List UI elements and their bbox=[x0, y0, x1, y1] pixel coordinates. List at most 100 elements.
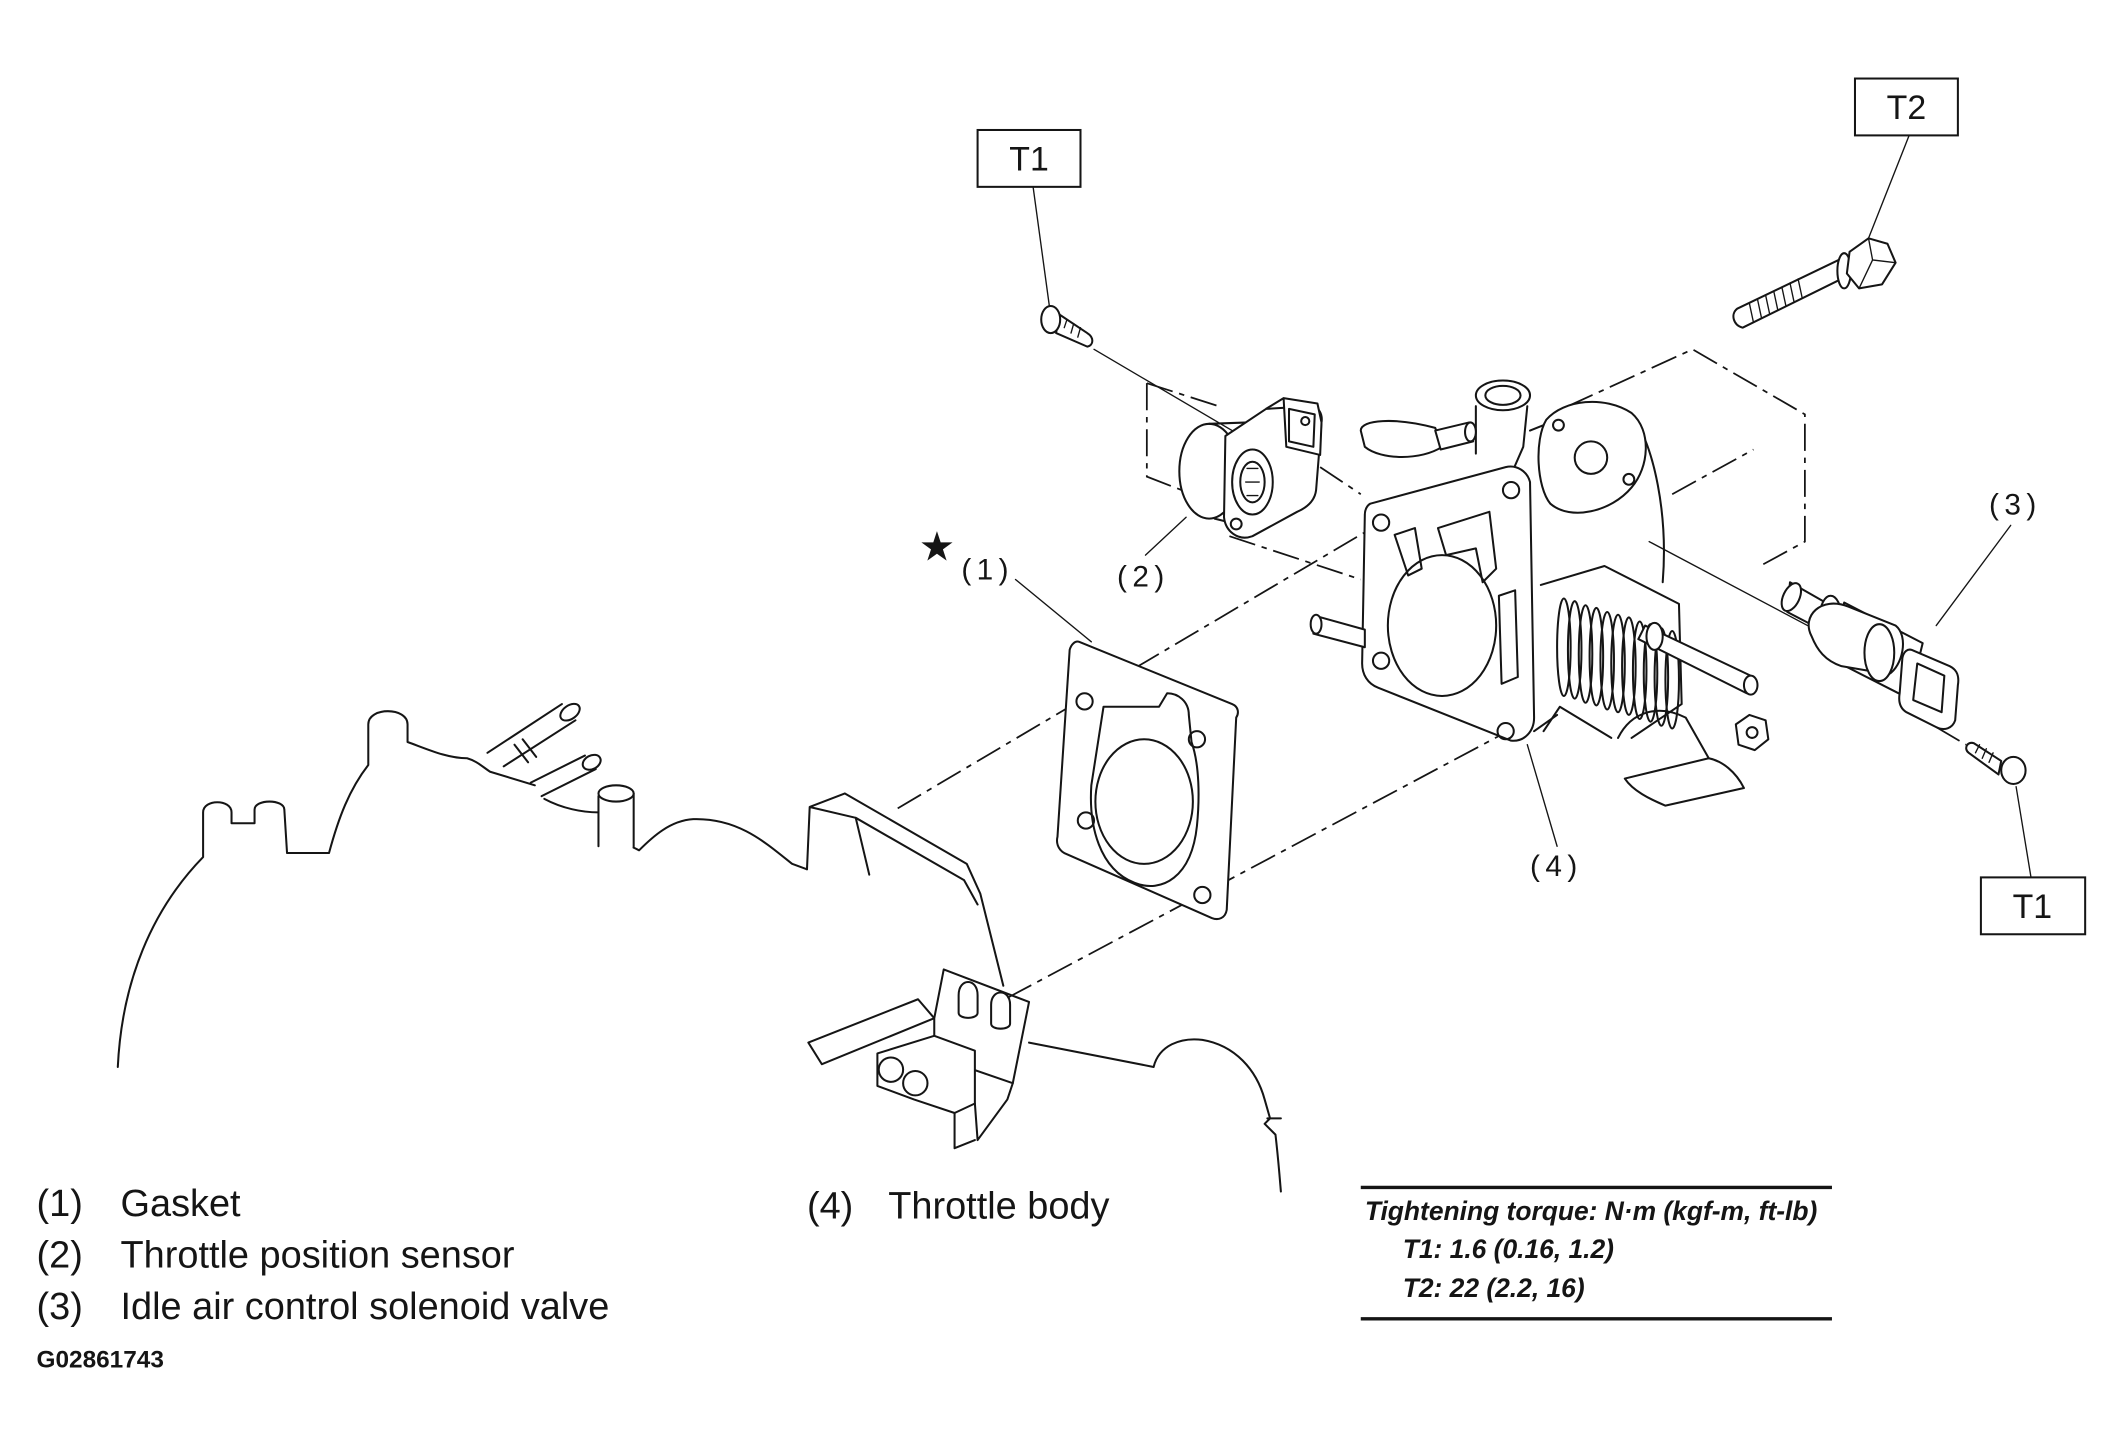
engine-pipe-upper bbox=[486, 703, 577, 768]
throttle-shaft-nut bbox=[1734, 713, 1770, 752]
replace-part-star-mark: ★ bbox=[919, 523, 955, 571]
intake-runner bbox=[805, 792, 1005, 987]
throttle-shaft-nut-bore bbox=[1745, 726, 1759, 739]
throttle-bore bbox=[1386, 554, 1498, 697]
leader-line-t2 bbox=[1867, 134, 1910, 239]
callout-code: T1 bbox=[1009, 141, 1049, 179]
bolt-threads bbox=[1748, 278, 1803, 323]
screw-head bbox=[1040, 304, 1062, 335]
iac-mounting-flange bbox=[1537, 400, 1647, 514]
iac-port bbox=[1573, 440, 1609, 475]
gasket-bore bbox=[1094, 738, 1194, 865]
engine-outline-left bbox=[116, 710, 536, 1068]
callout-t1-lower: T1 bbox=[1979, 876, 2087, 936]
spring-coil bbox=[1631, 620, 1648, 720]
sensor-mount-hole bbox=[1229, 517, 1243, 531]
sensor-pins bbox=[1245, 467, 1260, 497]
throttle-body-inlet-tube bbox=[1474, 379, 1532, 412]
bolt-hex-edges bbox=[1858, 237, 1897, 290]
sensor-mount-hole bbox=[1300, 416, 1311, 427]
callout-part-1: (1) bbox=[961, 554, 1014, 587]
gasket-bolt-hole bbox=[1193, 885, 1212, 905]
engine-stud-cylinder bbox=[597, 792, 635, 849]
throttle-shaft-left-end bbox=[1309, 613, 1323, 635]
torque-row-t1: T1: 1.6 (0.16, 1.2) bbox=[1403, 1234, 1614, 1264]
spring-coil bbox=[1599, 610, 1615, 711]
gasket-inner-opening bbox=[1089, 692, 1200, 887]
throttle-lever bbox=[1359, 420, 1444, 458]
iac-connector-socket bbox=[1912, 662, 1946, 714]
legend-number: (2) bbox=[37, 1234, 83, 1276]
legend-label: Gasket bbox=[121, 1183, 242, 1225]
callout-part-2: (2) bbox=[1117, 560, 1170, 593]
screw-threads bbox=[1063, 318, 1082, 338]
engine-pipe-upper-cap bbox=[559, 702, 581, 722]
iac-nozzle-tip bbox=[1780, 582, 1803, 613]
throttle-shaft-right-end bbox=[1742, 674, 1759, 696]
engine-outline-right bbox=[632, 818, 808, 871]
legend-number: (1) bbox=[37, 1183, 83, 1225]
spring-coil bbox=[1664, 629, 1680, 730]
iac-connector bbox=[1898, 648, 1960, 730]
bracket-slot-left bbox=[957, 981, 979, 1019]
legend-label: Throttle body bbox=[888, 1186, 1109, 1228]
leader-line-t1-upper bbox=[1032, 186, 1051, 307]
engine-outline-lower-right bbox=[1028, 1038, 1282, 1193]
gasket bbox=[1055, 640, 1239, 921]
throttle-lever-pin bbox=[1464, 421, 1477, 443]
bracket-stud-left bbox=[877, 1056, 905, 1083]
throttle-body-inlet-bore bbox=[1484, 384, 1522, 406]
spring-coil bbox=[1577, 604, 1594, 704]
bolt-t2 bbox=[1732, 134, 1910, 329]
callout-t1-upper: T1 bbox=[976, 128, 1082, 188]
parts-legend: (1) Gasket (2) Throttle position sensor … bbox=[37, 1183, 1110, 1328]
callout-box bbox=[976, 128, 1082, 188]
phantom-line-lower bbox=[1006, 733, 1504, 999]
spring-coil bbox=[1621, 616, 1637, 716]
screw-shank bbox=[1055, 313, 1094, 348]
flange-bolt-hole bbox=[1496, 722, 1515, 741]
flange-slot-right bbox=[1497, 589, 1519, 685]
bracket-block bbox=[876, 1034, 976, 1115]
leader-line-part-2 bbox=[1144, 516, 1187, 556]
flange-bolt-hole bbox=[1501, 481, 1521, 500]
throttle-return-spring bbox=[1556, 597, 1680, 730]
flange-bolt-hole bbox=[1371, 513, 1391, 532]
callout-box bbox=[1979, 876, 2087, 936]
screw-t1-upper bbox=[1032, 186, 1233, 432]
gasket-bolt-hole bbox=[1076, 811, 1096, 830]
figure-id: G02861743 bbox=[37, 1347, 164, 1374]
bolt-shank bbox=[1732, 258, 1843, 329]
throttle-body bbox=[1309, 348, 1809, 807]
leader-line-part-1 bbox=[1014, 578, 1093, 643]
valve-axis-line bbox=[1648, 540, 1809, 627]
gasket-outline bbox=[1055, 640, 1239, 921]
callout-code: T2 bbox=[1887, 89, 1927, 127]
flange-slot-left bbox=[1393, 527, 1423, 577]
throttle-body-flange bbox=[1361, 465, 1536, 742]
bracket-legs bbox=[953, 1082, 1014, 1150]
bracket-stud-right bbox=[902, 1069, 929, 1097]
flange-bolt-hole bbox=[1371, 651, 1391, 670]
leader-line-part-3 bbox=[1935, 524, 2012, 627]
screw-t1-lower bbox=[1965, 741, 2032, 879]
spring-coil bbox=[1588, 606, 1605, 707]
phantom-line-iac-screw bbox=[1935, 726, 1967, 746]
phantom-box-sensor bbox=[1145, 382, 1362, 581]
throttle-shaft-collar bbox=[1645, 621, 1664, 651]
spring-coil bbox=[1610, 613, 1626, 714]
engine-pipe-lower bbox=[529, 754, 597, 798]
torque-row-t2: T2: 22 (2.2, 16) bbox=[1403, 1273, 1585, 1303]
flange-passage-top bbox=[1436, 510, 1498, 584]
callout-box bbox=[1853, 77, 1959, 137]
phantom-box-throttle-body bbox=[1567, 348, 1806, 567]
callout-part-4: (4) bbox=[1530, 850, 1583, 883]
sensor-rotor bbox=[1239, 460, 1266, 504]
legend-label: Throttle position sensor bbox=[121, 1234, 515, 1276]
screw-shank bbox=[1965, 741, 2003, 776]
sensor-connector-face bbox=[1287, 407, 1316, 448]
torque-spec-block: Tightening torque: N·m (kgf-m, ft-lb) T1… bbox=[1360, 1185, 1832, 1321]
leader-line-t1-lower bbox=[2015, 785, 2032, 879]
idle-air-control-valve bbox=[1780, 581, 1960, 730]
